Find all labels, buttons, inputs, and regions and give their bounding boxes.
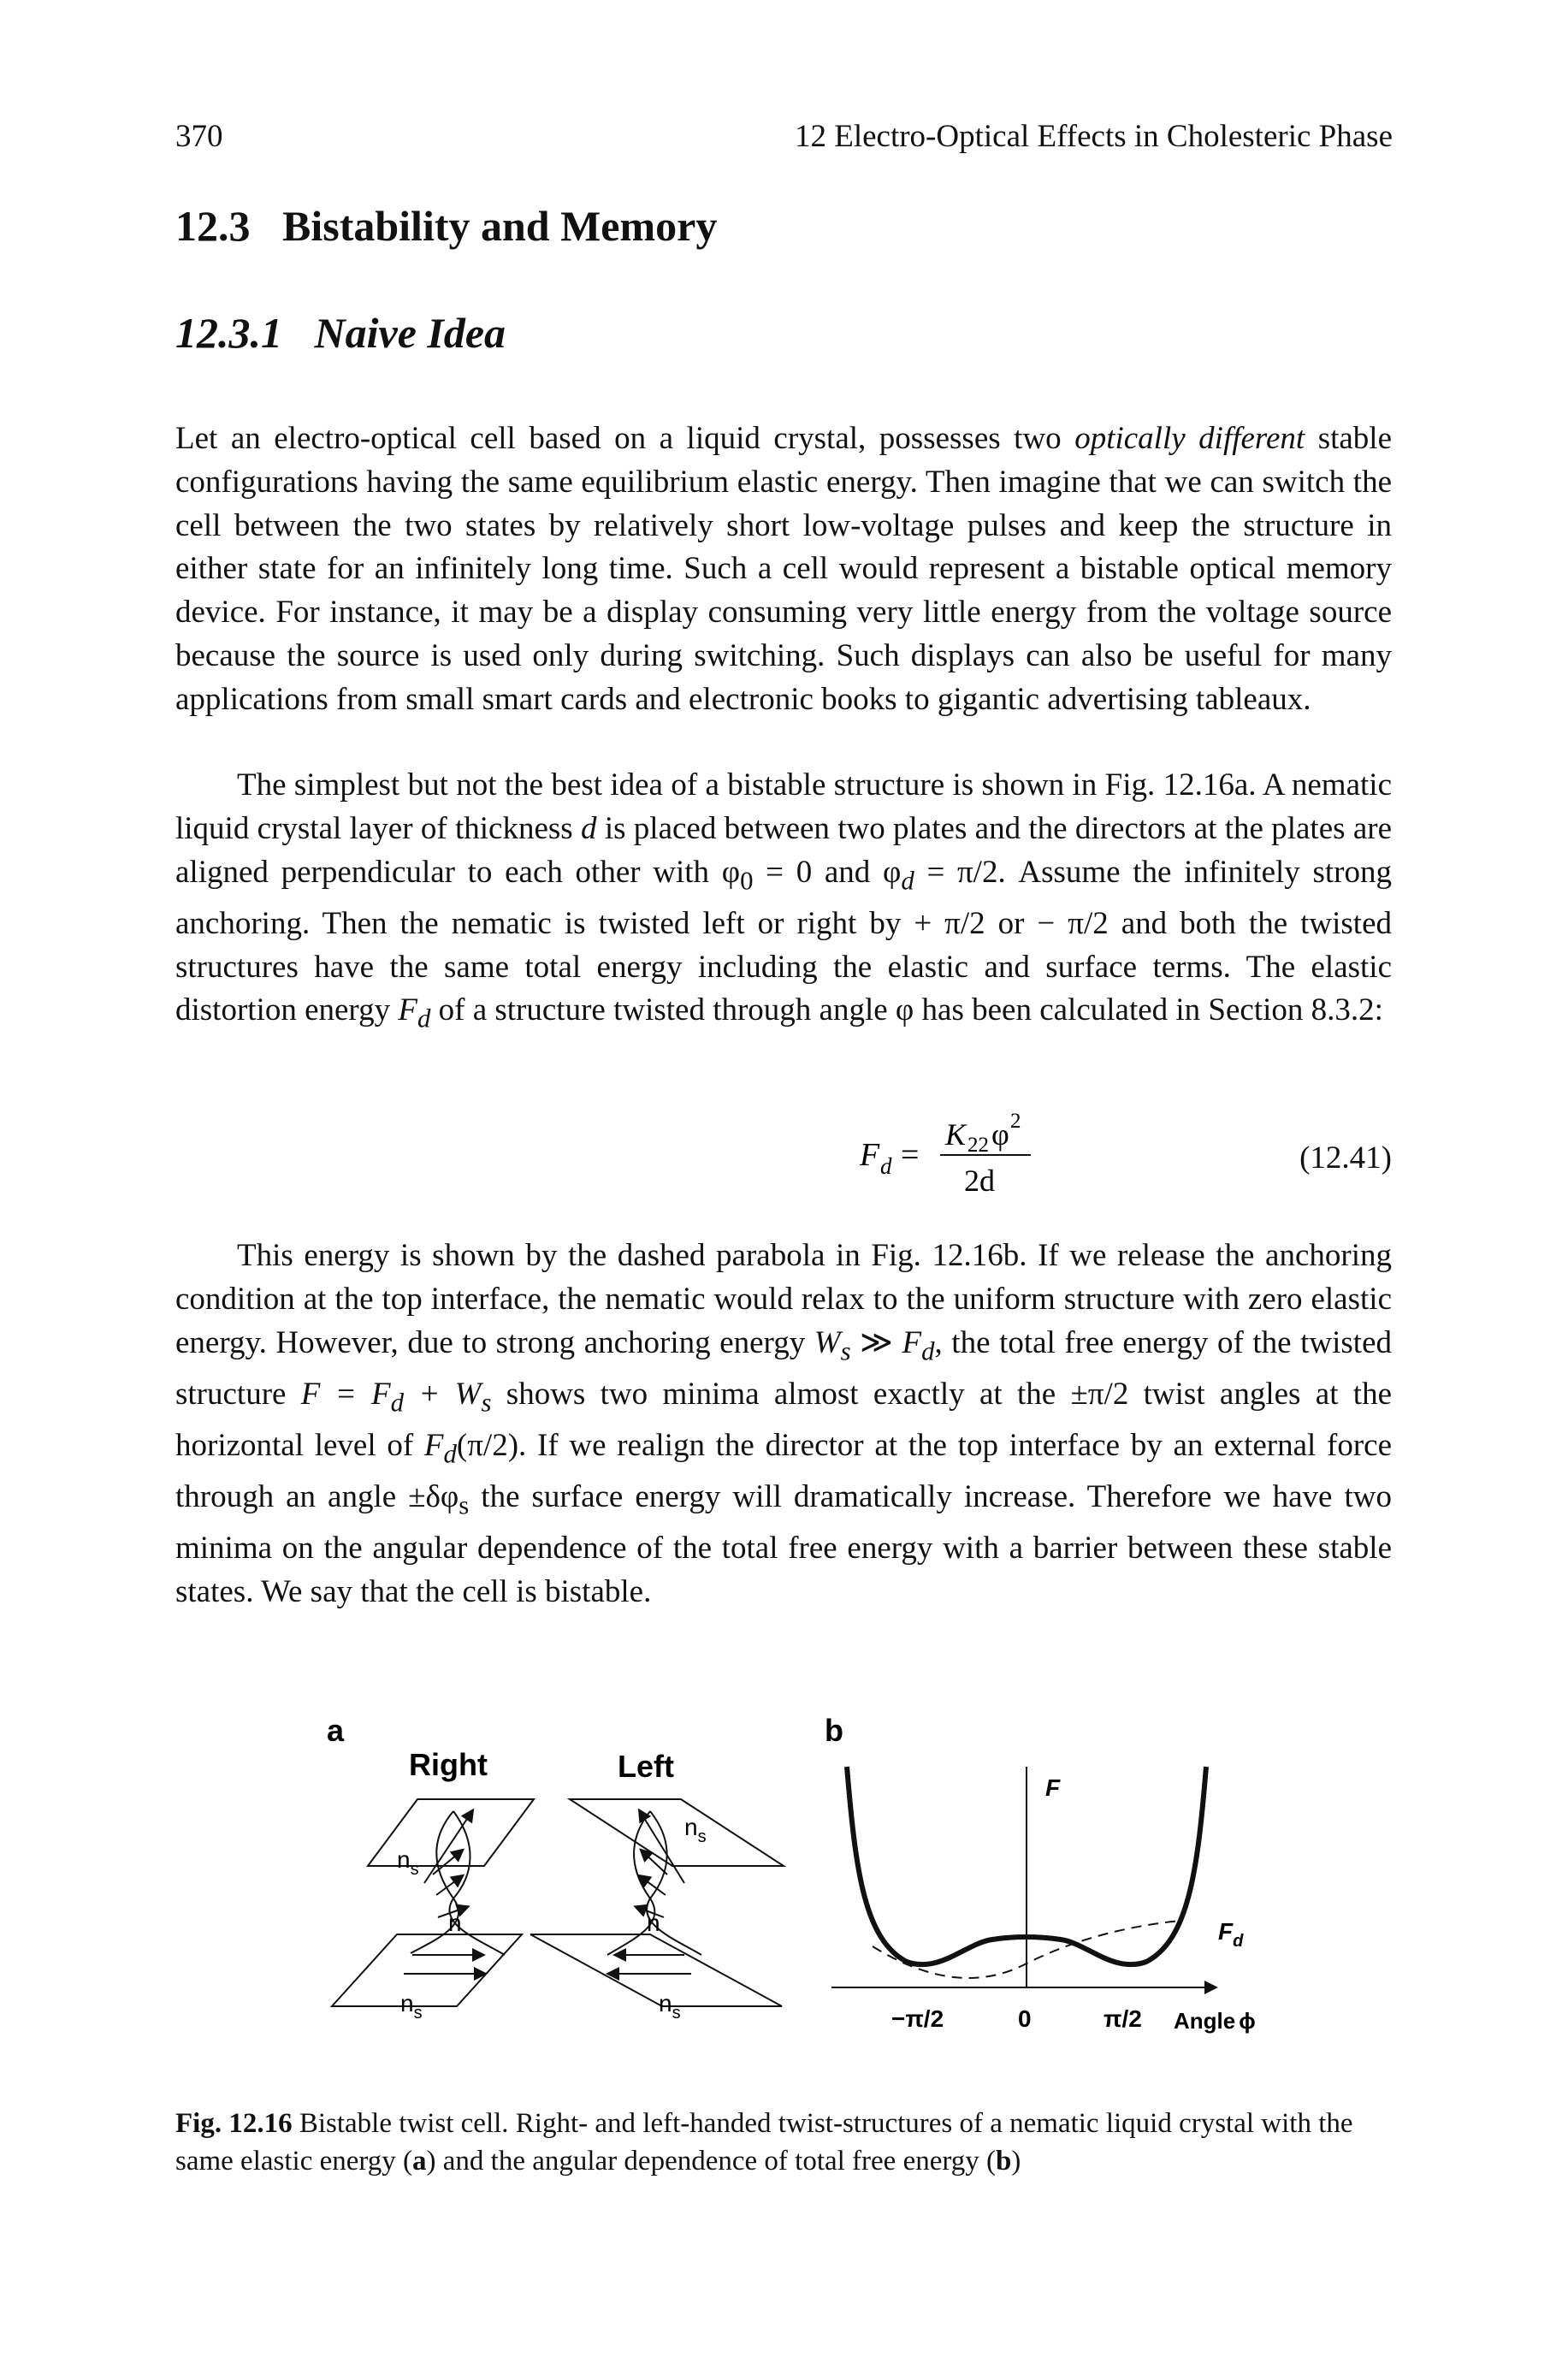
twist-envelope-2 — [448, 1810, 506, 1956]
svg-text:2: 2 — [1010, 1112, 1021, 1133]
director-arrow — [639, 1848, 668, 1875]
elastic-energy-parabola — [872, 1920, 1181, 1979]
bottom-plate — [530, 1934, 783, 2007]
ns-label-right-top: ns — [397, 1846, 419, 1879]
n-label-right: n — [448, 1910, 462, 1936]
left-label: Left — [618, 1749, 674, 1784]
svg-text:φ: φ — [991, 1117, 1009, 1152]
equation-formula: F d = K 22 φ 2 2d — [860, 1112, 1031, 1198]
paragraph-1: Let an electro-optical cell based on a l… — [175, 421, 1392, 717]
tick-zero: 0 — [1018, 2005, 1032, 2032]
ns-top-arrow — [637, 1808, 685, 1884]
director-arrow — [633, 1904, 665, 1918]
fd-label: Fd — [1218, 1918, 1244, 1951]
f-axis-label: F — [1045, 1774, 1061, 1801]
director-arrow — [437, 1904, 470, 1918]
ns-label-right-bottom: ns — [400, 1990, 423, 2023]
svg-text:=: = — [901, 1137, 919, 1173]
equation-12-41: F d = K 22 φ 2 2d (12.41) — [175, 1112, 1392, 1206]
n-label-left: n — [647, 1910, 660, 1936]
section-title: 12.3 Bistability and Memory — [175, 202, 718, 250]
energy-plot — [831, 1766, 1218, 1994]
subsection-title: 12.3.1 Naive Idea — [175, 309, 506, 357]
bottom-plate — [329, 1934, 524, 2007]
ns-label-left-bottom: ns — [659, 1990, 681, 2023]
right-label: Right — [409, 1747, 488, 1782]
svg-text:F: F — [860, 1137, 880, 1173]
tick-pos-pi-half: π/2 — [1104, 2005, 1142, 2032]
page-number: 370 — [175, 119, 223, 154]
twist-envelope-2 — [646, 1810, 702, 1956]
tick-neg-pi-half: −π/2 — [891, 2005, 944, 2032]
svg-text:2d: 2d — [964, 1164, 995, 1198]
running-head: 370 12 Electro-Optical Effects in Choles… — [175, 118, 1393, 161]
paragraph-2: The simplest but not the best idea of a … — [175, 767, 1392, 1034]
panel-b-label: b — [825, 1715, 843, 1748]
equation-number: (12.41) — [1299, 1140, 1392, 1176]
panel-a-label: a — [327, 1715, 345, 1748]
director-arrow — [636, 1874, 666, 1896]
ns-top-arrow — [423, 1808, 475, 1884]
top-plate — [366, 1798, 535, 1867]
left-handed-cell — [530, 1798, 787, 2007]
figure-12-16: a Right Left ns n ns — [327, 1715, 1256, 2034]
chapter-title: 12 Electro-Optical Effects in Cholesteri… — [794, 119, 1393, 154]
right-handed-cell — [329, 1798, 535, 2007]
svg-text:d: d — [880, 1153, 892, 1179]
top-plate — [566, 1798, 787, 1867]
total-energy-curve — [844, 1766, 1209, 1968]
figure-caption: Fig. 12.16 Bistable twist cell. Right- a… — [175, 2108, 1353, 2177]
ns-label-left-top: ns — [684, 1814, 707, 1846]
svg-text:22: 22 — [967, 1134, 989, 1157]
paragraph-3: This energy is shown by the dashed parab… — [175, 1238, 1393, 1610]
director-arrow — [432, 1848, 465, 1875]
svg-text:K: K — [944, 1117, 967, 1152]
director-arrow — [435, 1874, 465, 1896]
